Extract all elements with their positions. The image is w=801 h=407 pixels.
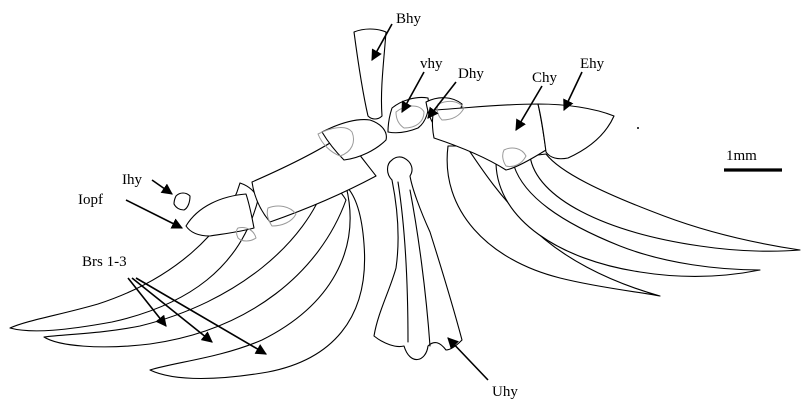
label-chy: Chy xyxy=(532,70,558,86)
urohyal-group xyxy=(374,157,462,360)
branchiostegal-rays-left xyxy=(10,182,365,379)
scale-bar-label: 1mm xyxy=(726,148,757,164)
urohyal xyxy=(374,157,462,360)
scale-bar: 1mm xyxy=(724,148,782,170)
hyoid-bones xyxy=(174,29,614,236)
uhy-arrow xyxy=(448,338,488,380)
ihy-arrow xyxy=(152,180,172,194)
label-ehy: Ehy xyxy=(580,56,605,72)
interopercle-process xyxy=(186,194,254,236)
epihyal xyxy=(538,104,614,159)
label-dhy: Dhy xyxy=(458,66,484,82)
speck xyxy=(637,127,639,129)
ehy-arrow xyxy=(564,72,582,110)
label-bhy: Bhy xyxy=(396,11,422,27)
label-iopf: Iopf xyxy=(78,192,103,208)
label-vhy: vhy xyxy=(420,56,443,72)
label-uhy: Uhy xyxy=(492,384,518,400)
label-brs: Brs 1-3 xyxy=(82,254,127,270)
label-ihy: Ihy xyxy=(122,172,142,188)
interhyal xyxy=(174,193,190,210)
